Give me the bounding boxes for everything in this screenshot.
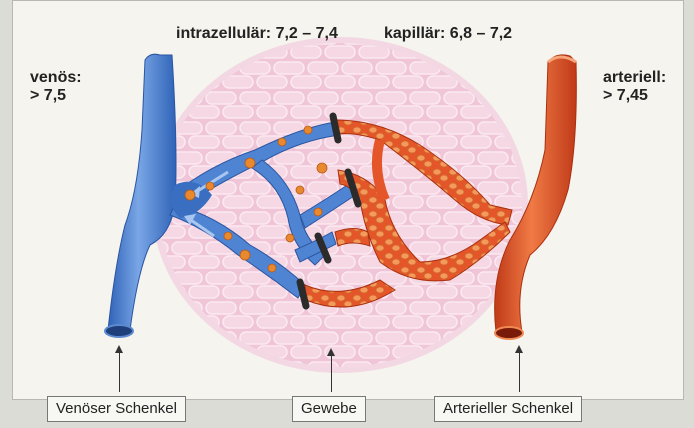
- intrazellular-label: intrazellulär: 7,2 – 7,4: [176, 24, 338, 43]
- gewebe-box: Gewebe: [292, 396, 366, 422]
- vein-vessel: [105, 54, 176, 337]
- arrow-venoes: [119, 352, 120, 392]
- arteriell-title: arteriell:: [603, 68, 666, 87]
- arrow-arteriell: [519, 352, 520, 392]
- venoes-title: venös:: [30, 68, 82, 87]
- venoes-value: > 7,5: [30, 86, 66, 105]
- arterieller-schenkel-box: Arterieller Schenkel: [434, 396, 582, 422]
- venoeser-schenkel-box: Venöser Schenkel: [47, 396, 186, 422]
- kapillar-label: kapillär: 6,8 – 7,2: [384, 24, 512, 43]
- arrow-gewebe: [331, 355, 332, 392]
- arteriell-value: > 7,45: [603, 86, 648, 105]
